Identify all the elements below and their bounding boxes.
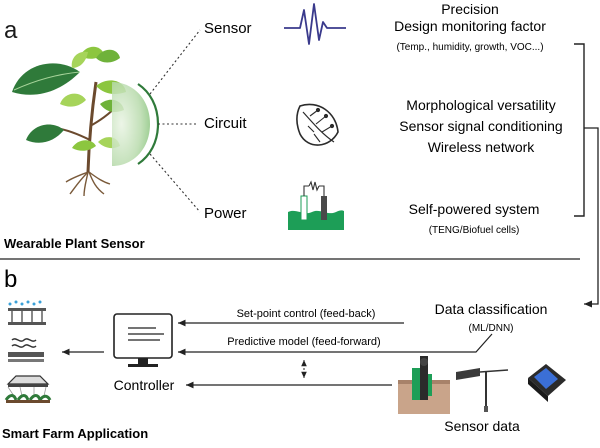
circuit-text-line-1: Morphological versatility (406, 97, 555, 113)
power-source-icon (288, 180, 344, 230)
signal-waveform-icon (284, 3, 346, 45)
circuit-text-line-2: Sensor signal conditioning (399, 118, 562, 134)
sensor-data-label: Sensor data (444, 418, 520, 434)
controller-monitor-icon (113, 313, 173, 367)
sprinkler-icon (8, 300, 46, 325)
bracket-to-classification-arrow (584, 127, 599, 308)
feedback-label: Set-point control (feed-back) (237, 308, 376, 320)
power-subtext: (TENG/Biofuel cells) (429, 225, 520, 236)
summary-bracket (574, 43, 585, 217)
power-text: Self-powered system (409, 201, 540, 217)
soil-sensor-icon (398, 356, 450, 414)
panel-b-title: Smart Farm Application (2, 426, 148, 441)
circuit-leaf-icon (296, 103, 339, 146)
panel-a-title: Wearable Plant Sensor (4, 236, 145, 251)
data-classification-label: Data classification (435, 301, 548, 317)
environment-sensor-device-icon (528, 364, 566, 402)
power-label: Power (204, 205, 247, 222)
grow-light-icon (4, 375, 52, 403)
sensor-subtext: (Temp., humidity, growth, VOC...) (396, 42, 543, 53)
heater-icon (8, 338, 44, 362)
weather-vane-icon (456, 368, 509, 412)
controller-label: Controller (114, 377, 175, 393)
sensor-label: Sensor (204, 20, 252, 37)
connector-lines (149, 29, 201, 213)
sensor-text-line-2: Design monitoring factor (394, 18, 546, 34)
circuit-label: Circuit (204, 115, 247, 132)
panel-b-letter: b (4, 266, 17, 293)
sensor-text-line-1: Precision (441, 1, 499, 17)
panel-a-letter: a (4, 17, 18, 44)
plant-illustration (12, 46, 160, 197)
feedforward-label: Predictive model (feed-forward) (227, 336, 380, 348)
feedforward-arrow (178, 333, 493, 356)
circuit-text-line-3: Wireless network (428, 139, 536, 155)
data-classification-sub: (ML/DNN) (469, 323, 514, 334)
